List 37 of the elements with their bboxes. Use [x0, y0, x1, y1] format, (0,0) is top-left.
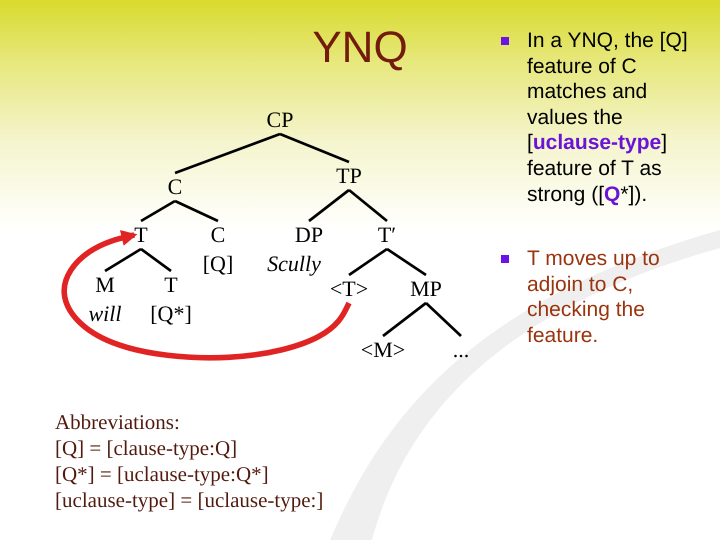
category-label: <T>	[330, 275, 368, 303]
category-label: M	[95, 271, 115, 299]
tree-branch-line	[308, 188, 350, 222]
category-label: TP	[336, 162, 362, 190]
tree-branch-line	[140, 200, 176, 222]
feature-label: [Q*]	[150, 300, 192, 328]
tree-branch-line	[348, 248, 388, 276]
category-label: C	[210, 221, 226, 249]
category-label: T′	[378, 221, 396, 249]
abbreviation-line: [Q*] = [uclause-type:Q*]	[55, 461, 269, 487]
movement-arrow	[61, 230, 352, 361]
abbreviation-line: [Q] = [clause-type:Q]	[55, 435, 238, 461]
category-label: T	[134, 221, 148, 249]
tree-branch-line	[425, 302, 462, 337]
feature-label: [Q]	[202, 250, 234, 278]
tree-branch-line	[348, 188, 388, 222]
word-label: Scully	[267, 250, 321, 278]
tree-branch-line	[280, 132, 350, 164]
category-label: <M>	[360, 336, 406, 364]
tree-branch-line	[140, 248, 172, 272]
tree-branch-line	[174, 200, 219, 222]
category-label: DP	[294, 221, 324, 249]
word-label: will	[88, 300, 122, 328]
bullet-text: In a YNQ, the [Q] feature of C matches and values the [uclause-type] feature of T as strong ([Q*]).	[527, 28, 689, 208]
category-label: ...	[452, 336, 470, 364]
abbreviations-heading: Abbreviations:	[55, 409, 180, 435]
tree-branch-line	[386, 248, 427, 276]
abbreviation-line: [uclause-type] = [uclause-type:]	[55, 487, 324, 513]
category-label: CP	[266, 106, 294, 134]
tree-branch-line	[174, 132, 280, 174]
bullet-text: T moves up to adjoin to C, checking the feature.	[527, 246, 661, 348]
category-label: MP	[410, 275, 442, 303]
tree-branch-line	[382, 302, 427, 338]
category-label: T	[164, 271, 178, 299]
tree-branch-line	[104, 248, 142, 272]
slide-title: YNQ	[312, 22, 408, 74]
category-label: C	[168, 173, 182, 201]
